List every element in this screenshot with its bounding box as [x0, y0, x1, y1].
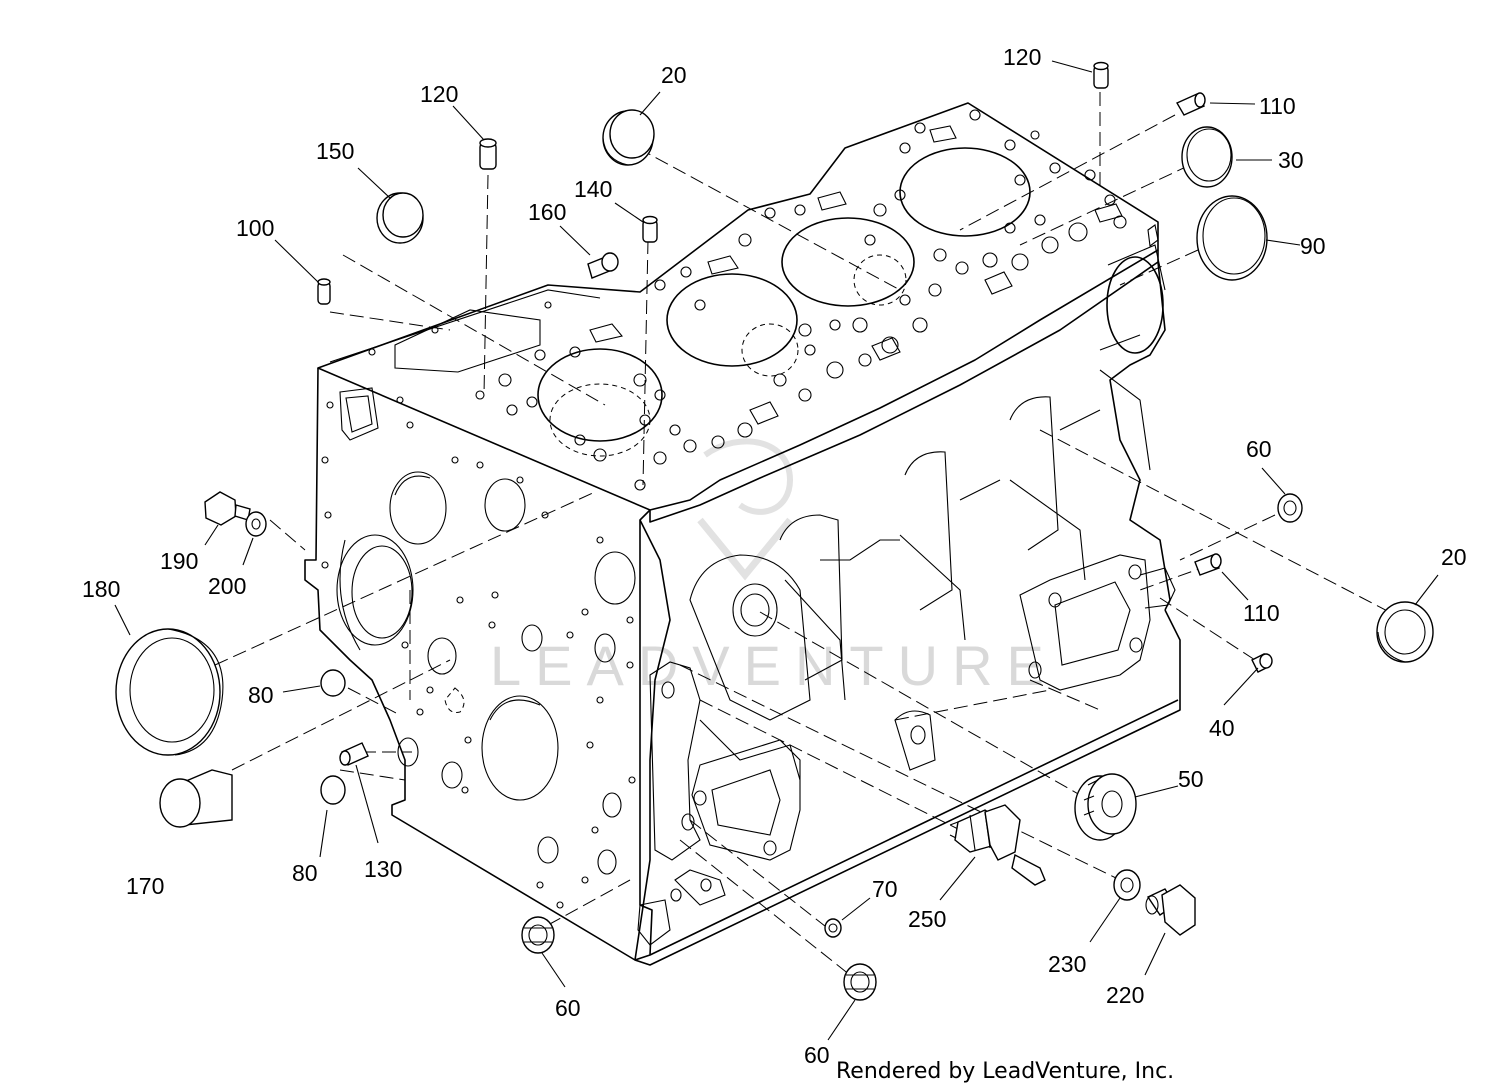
dowel-pin-120-left — [479, 138, 497, 170]
callout-30: 30 — [1278, 147, 1304, 173]
callout-60-bottom: 60 — [804, 1042, 830, 1068]
callout-230: 230 — [1048, 951, 1086, 977]
cap-30 — [1181, 126, 1233, 188]
callout-100: 100 — [236, 215, 274, 241]
cap-20-top — [602, 109, 655, 166]
washer-230 — [1113, 869, 1141, 901]
screw-40 — [1251, 653, 1273, 673]
plug-60-right — [1277, 493, 1303, 523]
callout-180: 180 — [82, 576, 120, 602]
callout-40: 40 — [1209, 715, 1235, 741]
callout-70: 70 — [872, 876, 898, 902]
callout-60-bottom-left: 60 — [555, 995, 581, 1021]
dowel-pin-140 — [642, 215, 658, 243]
callout-120-left: 120 — [420, 81, 458, 107]
oil-seal-180 — [115, 628, 224, 756]
plug-50 — [1074, 773, 1137, 841]
watermark-text: LEADVENTURE — [490, 634, 1058, 697]
screw-160 — [587, 252, 619, 279]
callout-20-side: 20 — [1441, 544, 1467, 570]
callout-160: 160 — [528, 199, 566, 225]
cap-20-side — [1376, 601, 1434, 663]
callout-labels: 120 20 120 110 30 90 150 100 160 140 60 … — [82, 44, 1467, 1068]
oil-pressure-switch-250 — [949, 804, 1046, 886]
dowel-pin-100 — [317, 278, 331, 305]
alignment-lines — [214, 92, 1396, 976]
callout-200: 200 — [208, 573, 246, 599]
cap-170 — [159, 769, 233, 828]
pin-130 — [339, 742, 369, 766]
callout-150: 150 — [316, 138, 354, 164]
cap-90 — [1196, 195, 1268, 281]
callout-220: 220 — [1106, 982, 1144, 1008]
plug-80-upper — [320, 669, 346, 697]
leader-lines — [114, 60, 1439, 1041]
callout-50: 50 — [1178, 766, 1204, 792]
callout-60-right: 60 — [1246, 436, 1272, 462]
bolt-190 — [204, 491, 251, 526]
render-credit: Rendered by LeadVenture, Inc. — [836, 1059, 1174, 1084]
callout-190: 190 — [160, 548, 198, 574]
pipe-110-top — [1176, 92, 1206, 116]
plug-70 — [824, 918, 842, 938]
callout-90: 90 — [1300, 233, 1326, 259]
cylinder-block — [304, 102, 1181, 966]
callout-80-upper: 80 — [248, 682, 274, 708]
watermark: LEADVENTURE — [490, 438, 1058, 697]
plug-220 — [1145, 884, 1196, 936]
plug-60-bottom-left — [521, 916, 555, 954]
parts — [115, 61, 1434, 1001]
callout-170: 170 — [126, 873, 164, 899]
callout-250: 250 — [908, 906, 946, 932]
callout-110-top: 110 — [1259, 93, 1296, 119]
callout-130: 130 — [364, 856, 402, 882]
callout-140: 140 — [574, 176, 612, 202]
plug-80-lower — [320, 775, 346, 805]
callout-120-right: 120 — [1003, 44, 1041, 70]
callout-20-top: 20 — [661, 62, 687, 88]
plug-60-bottom — [843, 963, 877, 1001]
dowel-pin-120-right — [1093, 61, 1109, 89]
cap-150 — [376, 192, 424, 244]
callout-80-lower: 80 — [292, 860, 318, 886]
callout-110-side: 110 — [1243, 600, 1280, 626]
pipe-110-side — [1194, 553, 1222, 576]
washer-200 — [245, 511, 267, 537]
